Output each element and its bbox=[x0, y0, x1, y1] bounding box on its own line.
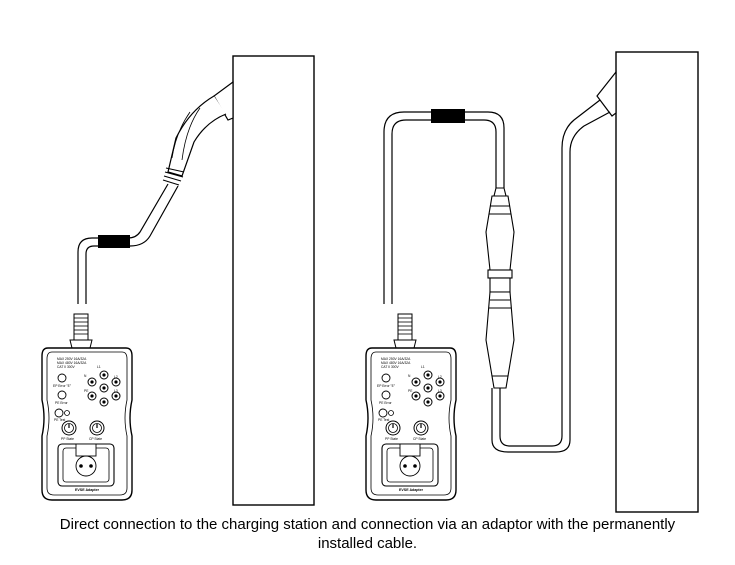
adaptor bbox=[485, 187, 515, 389]
device-ep-error: EP Error "E" bbox=[377, 384, 396, 388]
device-l2: L2 bbox=[114, 375, 118, 379]
device-header-line3: CAT II 300V bbox=[381, 365, 399, 369]
device-pe-test: PE Test bbox=[378, 418, 389, 422]
device-l3: L3 bbox=[438, 389, 442, 393]
device-l3: L3 bbox=[114, 389, 118, 393]
device-pp-state: PP State bbox=[385, 437, 398, 441]
device-pe-test: PE Test bbox=[54, 418, 65, 422]
device-name: EVSE Adapter bbox=[75, 488, 100, 492]
cable-sleeve-right bbox=[431, 109, 465, 123]
device-ep-error: EP Error "E" bbox=[53, 384, 72, 388]
device-n: N bbox=[408, 374, 411, 378]
charging-station-left bbox=[232, 55, 315, 506]
device-header-line1: MAX 250V 16A/32A bbox=[57, 357, 87, 361]
charging-plug-right bbox=[596, 70, 617, 117]
caption: Direct connection to the charging statio… bbox=[0, 515, 735, 553]
device-header-line3: CAT II 300V bbox=[57, 365, 75, 369]
caption-line-2: installed cable. bbox=[317, 535, 418, 552]
cable-right bbox=[383, 111, 505, 304]
device-header-line2: MAX 480V 16A/32A bbox=[57, 361, 87, 365]
device-pp-state: PP State bbox=[61, 437, 74, 441]
tester-device-left: MAX 250V 16A/32A MAX 480V 16A/32A CAT II… bbox=[41, 313, 133, 501]
cable-sleeve-left bbox=[98, 235, 130, 248]
device-n: N bbox=[84, 374, 87, 378]
fixed-cable-right bbox=[491, 99, 611, 453]
device-pe: PE bbox=[84, 389, 89, 393]
device-pe-error: PE Error bbox=[55, 401, 69, 405]
device-name: EVSE Adapter bbox=[399, 488, 424, 492]
charging-station-right bbox=[615, 51, 699, 513]
charging-plug-left bbox=[162, 80, 234, 186]
tester-device-right: MAX 250V 16A/32A MAX 480V 16A/32A CAT II… bbox=[365, 313, 457, 501]
device-header-line2: MAX 480V 16A/32A bbox=[381, 361, 411, 365]
device-pe-error: PE Error bbox=[379, 401, 393, 405]
device-header-line1: MAX 250V 16A/32A bbox=[381, 357, 411, 361]
device-l2: L2 bbox=[438, 375, 442, 379]
device-l1: L1 bbox=[421, 365, 425, 369]
device-cp-state: CP State bbox=[413, 437, 426, 441]
caption-line-1: Direct connection to the charging statio… bbox=[59, 516, 676, 533]
device-cp-state: CP State bbox=[89, 437, 102, 441]
device-pe: PE bbox=[408, 389, 413, 393]
device-l1: L1 bbox=[97, 365, 101, 369]
